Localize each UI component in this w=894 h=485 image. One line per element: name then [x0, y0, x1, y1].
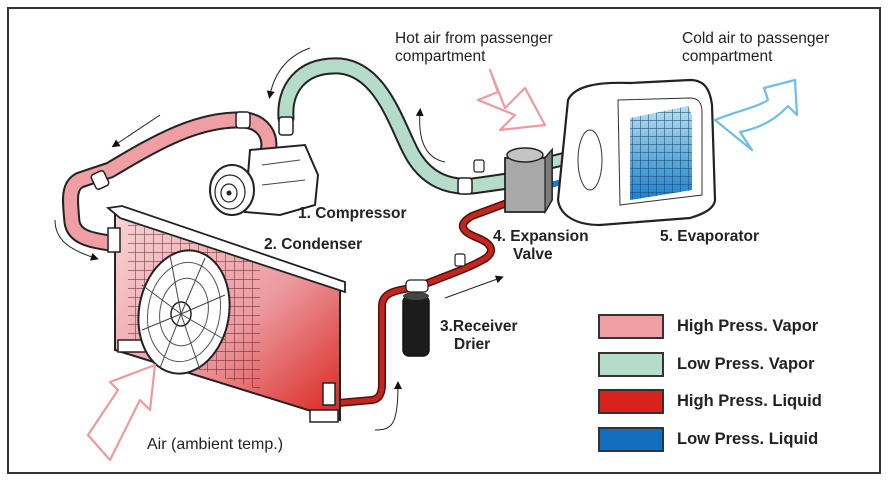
cold-air-line2: compartment	[682, 48, 773, 65]
expansion-valve-label: 4. Expansion Valve	[493, 228, 589, 264]
hose-fitting	[90, 111, 251, 190]
legend-swatch	[598, 426, 664, 452]
flow-arrow-icon	[415, 108, 446, 163]
flow-arrow-icon	[266, 47, 311, 99]
legend-item-low-press-vapor: Low Press. Vapor	[598, 346, 822, 384]
expansion-valve-label-line2: Valve	[513, 246, 553, 263]
receiver-drier-label-line2: Drier	[454, 336, 491, 353]
high-press-vapor-hose	[61, 111, 278, 252]
hot-air-line1: Hot air from passenger	[395, 30, 553, 47]
condenser-label: 2. Condenser	[264, 236, 363, 253]
compressor	[209, 143, 320, 217]
legend-item-high-press-liquid: High Press. Liquid	[598, 383, 822, 421]
legend-label: Low Press. Liquid	[677, 429, 819, 448]
legend-swatch	[598, 314, 664, 340]
evaporator	[556, 78, 717, 227]
high-press-liquid-line	[334, 196, 519, 407]
legend-label: Low Press. Vapor	[677, 354, 815, 373]
hot-air-annotation: Hot air from passenger compartment	[395, 30, 553, 66]
legend: High Press. Vapor Low Press. Vapor High …	[598, 308, 822, 458]
flow-arrow-icon	[54, 219, 99, 261]
evaporator-label: 5. Evaporator	[660, 228, 760, 245]
cold-air-arrow-icon	[713, 78, 799, 152]
receiver-drier-label: 3.Receiver Drier	[440, 318, 518, 354]
cold-air-line1: Cold air to passenger	[682, 30, 830, 47]
ambient-air-arrow-icon	[86, 363, 157, 462]
expansion-valve-label-line1: 4. Expansion	[493, 228, 589, 245]
legend-swatch	[598, 351, 664, 377]
legend-item-low-press-liquid: Low Press. Liquid	[598, 421, 822, 459]
cold-air-annotation: Cold air to passenger compartment	[682, 30, 829, 66]
expansion-valve	[504, 147, 553, 215]
flow-arrow-icon	[444, 275, 504, 299]
hot-air-line2: compartment	[395, 48, 486, 65]
legend-item-high-press-vapor: High Press. Vapor	[598, 308, 822, 346]
hot-air-arrow-icon	[476, 68, 547, 132]
flow-arrow-icon	[374, 381, 402, 431]
condenser	[105, 205, 346, 423]
ambient-air-annotation: Air (ambient temp.)	[147, 436, 284, 453]
receiver-drier	[402, 279, 430, 357]
flow-direction-arrows	[54, 47, 504, 431]
legend-label: High Press. Liquid	[677, 392, 822, 411]
compressor-label: 1. Compressor	[298, 205, 407, 222]
fan-icon	[137, 249, 231, 375]
flow-arrow-icon	[111, 114, 161, 148]
legend-swatch	[598, 389, 664, 415]
receiver-drier-label-line1: 3.Receiver	[440, 318, 518, 335]
legend-label: High Press. Vapor	[677, 317, 819, 336]
